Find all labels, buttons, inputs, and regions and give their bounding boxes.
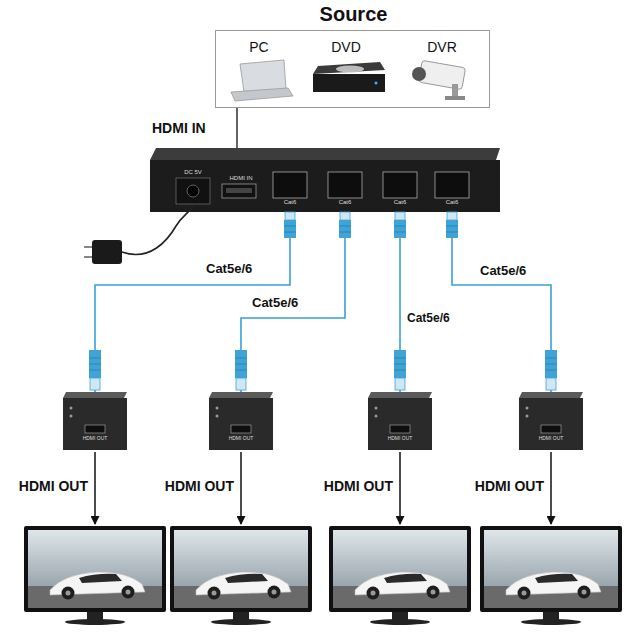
cable-label: Cat5e/6 [204,262,254,277]
dvd-top [313,62,385,74]
camera-lens [412,67,426,81]
power-cord [122,206,193,255]
rj45-port [383,172,417,198]
output-arrow [550,452,552,524]
rj45-plug [545,350,557,390]
cable-label: HDMI IN [150,120,208,136]
adapter-prong [84,246,92,248]
monitor [329,526,471,625]
hdmi-port [222,184,256,198]
node-text: HDMI OUT [63,436,127,442]
adapter-prong [84,256,92,258]
rj45-port [435,172,469,198]
device-box: DVD [311,39,381,101]
rj45-plug [339,212,351,238]
cable-label: Cat5e/6 [405,312,452,326]
rj45-plug [89,350,101,390]
node-text: Cat6 [383,199,417,206]
device-box: PC [224,39,294,101]
receiver-body [519,392,583,450]
node-text: HDMI IN [220,175,262,182]
receiver-box: HDMI OUT [209,392,273,450]
hdmi-cable [236,108,237,148]
source-box: SourcePCDVDDVR [215,30,490,108]
camera-mount [452,84,458,96]
rj45-plug [394,212,406,238]
dvd-front [313,74,385,92]
network-cable [452,212,551,392]
receiver-box: HDMI OUT [368,392,432,450]
receiver-box: HDMI OUT [519,392,583,450]
receiver-body [63,392,127,450]
receiver-body [209,392,273,450]
splitter-front [150,160,500,212]
receiver-body [368,392,432,450]
hdmi-port-inner [226,188,252,193]
monitor [170,526,312,625]
dvd-disc [336,66,364,73]
rj45-port [328,172,362,198]
receiver-box: HDMI OUT [63,392,127,450]
network-cable [241,212,345,392]
node-text: Cat6 [328,199,362,206]
cable-label: Cat5e/6 [250,296,300,311]
splitter-top [150,148,500,160]
dc-jack-hole [187,185,199,197]
output-label: HDMI OUT [165,478,234,494]
splitter-box: DC 5V HDMI IN Cat6 Cat6 Cat6 Cat6 [150,148,500,212]
output-label: HDMI OUT [324,478,393,494]
node-text: HDMI OUT [368,436,432,442]
dvd-led [375,82,378,85]
rj45-plug [446,212,458,238]
rj45-port [273,172,307,198]
output-arrow [399,452,401,524]
node-text: HDMI OUT [519,436,583,442]
output-arrow [94,452,96,524]
node-text: HDMI OUT [209,436,273,442]
camera-base [445,96,465,100]
output-label: HDMI OUT [475,478,544,494]
laptop-base [231,88,293,101]
node-text: Source [216,3,491,26]
device-box: DVR [407,39,477,101]
dc-jack [176,178,210,204]
rj45-plug [235,350,247,390]
output-label: HDMI OUT [19,478,88,494]
node-text: DVR [407,39,477,55]
node-text: DVD [311,39,381,55]
node-text: Cat6 [435,199,469,206]
node-text: PC [224,39,294,55]
power-adapter [92,240,122,264]
laptop-screen [240,60,286,92]
cable-label: Cat5e/6 [478,264,528,279]
node-text: DC 5V [173,169,213,176]
monitor [480,526,622,625]
monitor [24,526,166,625]
rj45-plug [284,212,296,238]
output-arrow [240,452,242,524]
node-text: Cat6 [273,199,307,206]
rj45-plug [394,350,406,390]
